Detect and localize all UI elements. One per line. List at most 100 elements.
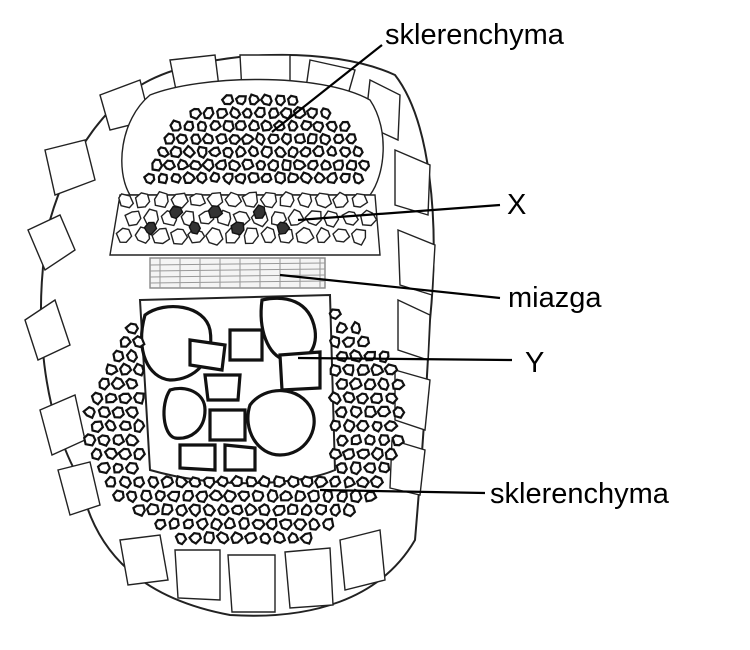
cell-wall: [149, 280, 326, 284]
cell: [287, 172, 300, 184]
cell: [355, 476, 371, 489]
cell: [182, 171, 197, 184]
cell: [230, 504, 244, 516]
cell: [189, 107, 203, 121]
cell: [292, 518, 308, 532]
cell: [338, 146, 352, 159]
cell: [268, 107, 280, 120]
cell: [314, 503, 327, 516]
cell: [208, 489, 224, 502]
cell: [234, 172, 247, 185]
cell: [169, 145, 183, 159]
cell: [280, 132, 293, 146]
cell: [348, 377, 363, 391]
cell: [349, 461, 362, 476]
cell: [175, 475, 189, 489]
cell: [351, 192, 369, 208]
cell: [319, 132, 332, 146]
cell: [143, 221, 158, 236]
cell: [104, 475, 117, 488]
sclerenchyma-cap-top: [121, 78, 384, 196]
cell: [132, 362, 145, 377]
cell: [278, 518, 293, 531]
cell: [355, 419, 370, 433]
cell: [352, 145, 364, 158]
cell: [300, 119, 313, 132]
leader-miazga: [279, 273, 501, 300]
cell: [82, 433, 97, 447]
cell: [216, 107, 229, 119]
cell: [286, 94, 299, 106]
cell: [313, 475, 329, 489]
cell: [286, 475, 300, 489]
cell: [237, 490, 251, 503]
cell: [313, 171, 327, 184]
cell: [281, 158, 292, 172]
cell: [383, 363, 399, 376]
cell: [287, 145, 299, 159]
cell: [293, 133, 307, 145]
cell: [133, 418, 146, 434]
cell: [157, 172, 169, 185]
cell: [363, 378, 377, 391]
cell: [170, 172, 183, 184]
cell: [328, 308, 343, 321]
cell: [156, 146, 171, 159]
cell: [287, 531, 300, 544]
cell: [336, 434, 349, 447]
cell: [133, 476, 146, 489]
cell: [332, 228, 351, 243]
cell: [391, 378, 406, 391]
cell: [151, 158, 164, 172]
cell: [105, 392, 118, 404]
cell: [287, 119, 299, 132]
cell: [175, 133, 189, 145]
cell: [286, 503, 299, 516]
cell: [343, 475, 357, 489]
cell: [364, 433, 376, 446]
cell: [207, 146, 222, 158]
cell: [260, 119, 273, 132]
leader-y: [297, 356, 513, 362]
cell: [297, 192, 313, 209]
cell: [355, 392, 370, 405]
cell: [265, 517, 278, 531]
cell: [342, 391, 356, 404]
cell: [189, 192, 207, 207]
cell: [378, 434, 391, 446]
cell: [342, 502, 357, 518]
cell: [220, 94, 235, 106]
cell: [118, 475, 133, 490]
cell: [195, 517, 209, 531]
cell: [287, 208, 306, 226]
cell: [391, 434, 406, 447]
cell: [230, 221, 245, 236]
cell: [257, 474, 271, 488]
cell: [332, 191, 349, 209]
cell: [222, 146, 234, 159]
cell: [195, 490, 209, 504]
cell: [299, 145, 312, 158]
cell: [230, 531, 244, 545]
cell: [328, 335, 341, 349]
cell-wall: [149, 268, 326, 272]
leader-sklerenchyma-bottom: [319, 488, 486, 495]
cell: [125, 377, 139, 390]
cell: [356, 448, 371, 460]
cell: [378, 461, 391, 474]
cell: [224, 191, 243, 208]
cell: [267, 158, 280, 172]
cell: [183, 120, 195, 132]
cell: [339, 172, 351, 184]
cell: [260, 145, 273, 159]
cell: [322, 489, 334, 504]
cell: [153, 190, 169, 209]
cell: [306, 132, 318, 145]
cell: [345, 159, 358, 172]
cell: [315, 226, 331, 244]
cell: [174, 532, 188, 546]
cell: [241, 191, 259, 208]
cell: [299, 531, 313, 545]
cell: [124, 322, 140, 335]
cell: [329, 419, 342, 432]
